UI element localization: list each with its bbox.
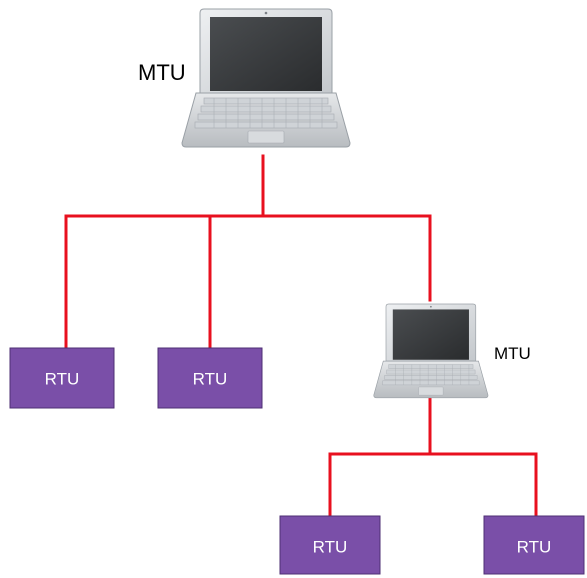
rtu-label: RTU xyxy=(193,369,228,388)
links xyxy=(64,154,538,532)
rtu-node: RTU xyxy=(279,515,381,575)
rtu-label: RTU xyxy=(517,537,552,556)
rtu-box xyxy=(157,347,263,409)
rtu-node: RTU xyxy=(9,347,115,409)
rtu-box xyxy=(279,515,381,575)
sub-mtu-label: MTU xyxy=(494,344,531,363)
sub-laptop-icon xyxy=(373,303,489,399)
rtu-label: RTU xyxy=(313,537,348,556)
top-laptop-icon xyxy=(181,8,351,148)
rtu-box xyxy=(9,347,115,409)
top-mtu-label: MTU xyxy=(138,60,186,85)
rtu-label: RTU xyxy=(45,369,80,388)
rtu-box xyxy=(483,515,585,575)
rtu-node: RTU xyxy=(157,347,263,409)
rtu-node: RTU xyxy=(483,515,585,575)
